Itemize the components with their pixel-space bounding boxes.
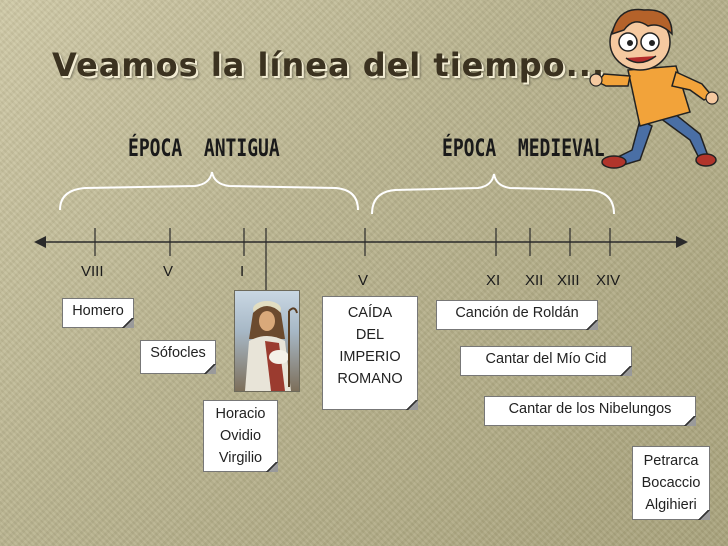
jesus-shepherd-image <box>234 290 300 392</box>
century-label: XIV <box>596 272 621 289</box>
work-label: DEL <box>355 327 385 343</box>
work-label: ROMANO <box>337 371 403 387</box>
work-label: Cantar del Mío Cid <box>485 351 607 367</box>
era-label-antigua: ÉPOCA ANTIGUA <box>128 134 280 163</box>
brace-antigua <box>59 171 359 211</box>
century-label: XIII <box>557 272 580 289</box>
work-label: Bocaccio <box>641 475 701 491</box>
century-label: V <box>358 272 369 289</box>
brace-medieval <box>371 173 615 215</box>
work-box-latin-poets: Horacio Ovidio Virgilio <box>203 400 278 472</box>
work-label: Ovidio <box>219 428 262 444</box>
work-label: IMPERIO <box>339 349 401 365</box>
work-box-nibelungos: Cantar de los Nibelungos <box>484 396 696 426</box>
axis-arrow-left <box>34 236 46 248</box>
work-label: Horacio <box>215 406 266 422</box>
work-label: Virgilio <box>218 450 263 466</box>
century-label: V <box>163 263 174 280</box>
work-label: Canción de Roldán <box>455 305 579 321</box>
century-label: XI <box>486 272 501 289</box>
shepherd-figure-icon <box>245 301 298 391</box>
work-label: Homero <box>72 303 124 319</box>
work-label: Sófocles <box>150 345 206 361</box>
century-label: I <box>240 263 245 280</box>
century-label: XII <box>525 272 544 289</box>
work-label: Cantar de los Nibelungos <box>508 401 672 417</box>
work-label: Algihieri <box>645 497 697 513</box>
work-box-mio-cid: Cantar del Mío Cid <box>460 346 632 376</box>
page-title: Veamos la línea del tiempo... <box>52 46 606 84</box>
work-label: Petrarca <box>643 453 699 469</box>
century-label: VIII <box>81 263 104 280</box>
work-box-sofocles: Sófocles <box>140 340 216 374</box>
era-label-medieval: ÉPOCA MEDIEVAL <box>442 134 605 163</box>
work-box-roldan: Canción de Roldán <box>436 300 598 330</box>
axis-arrow-right <box>676 236 688 248</box>
work-label: CAÍDA <box>347 305 393 321</box>
work-box-homero: Homero <box>62 298 134 328</box>
work-box-caida-imperio: CAÍDA DEL IMPERIO ROMANO <box>322 296 418 410</box>
work-box-italian-poets: Petrarca Bocaccio Algihieri <box>632 446 710 520</box>
